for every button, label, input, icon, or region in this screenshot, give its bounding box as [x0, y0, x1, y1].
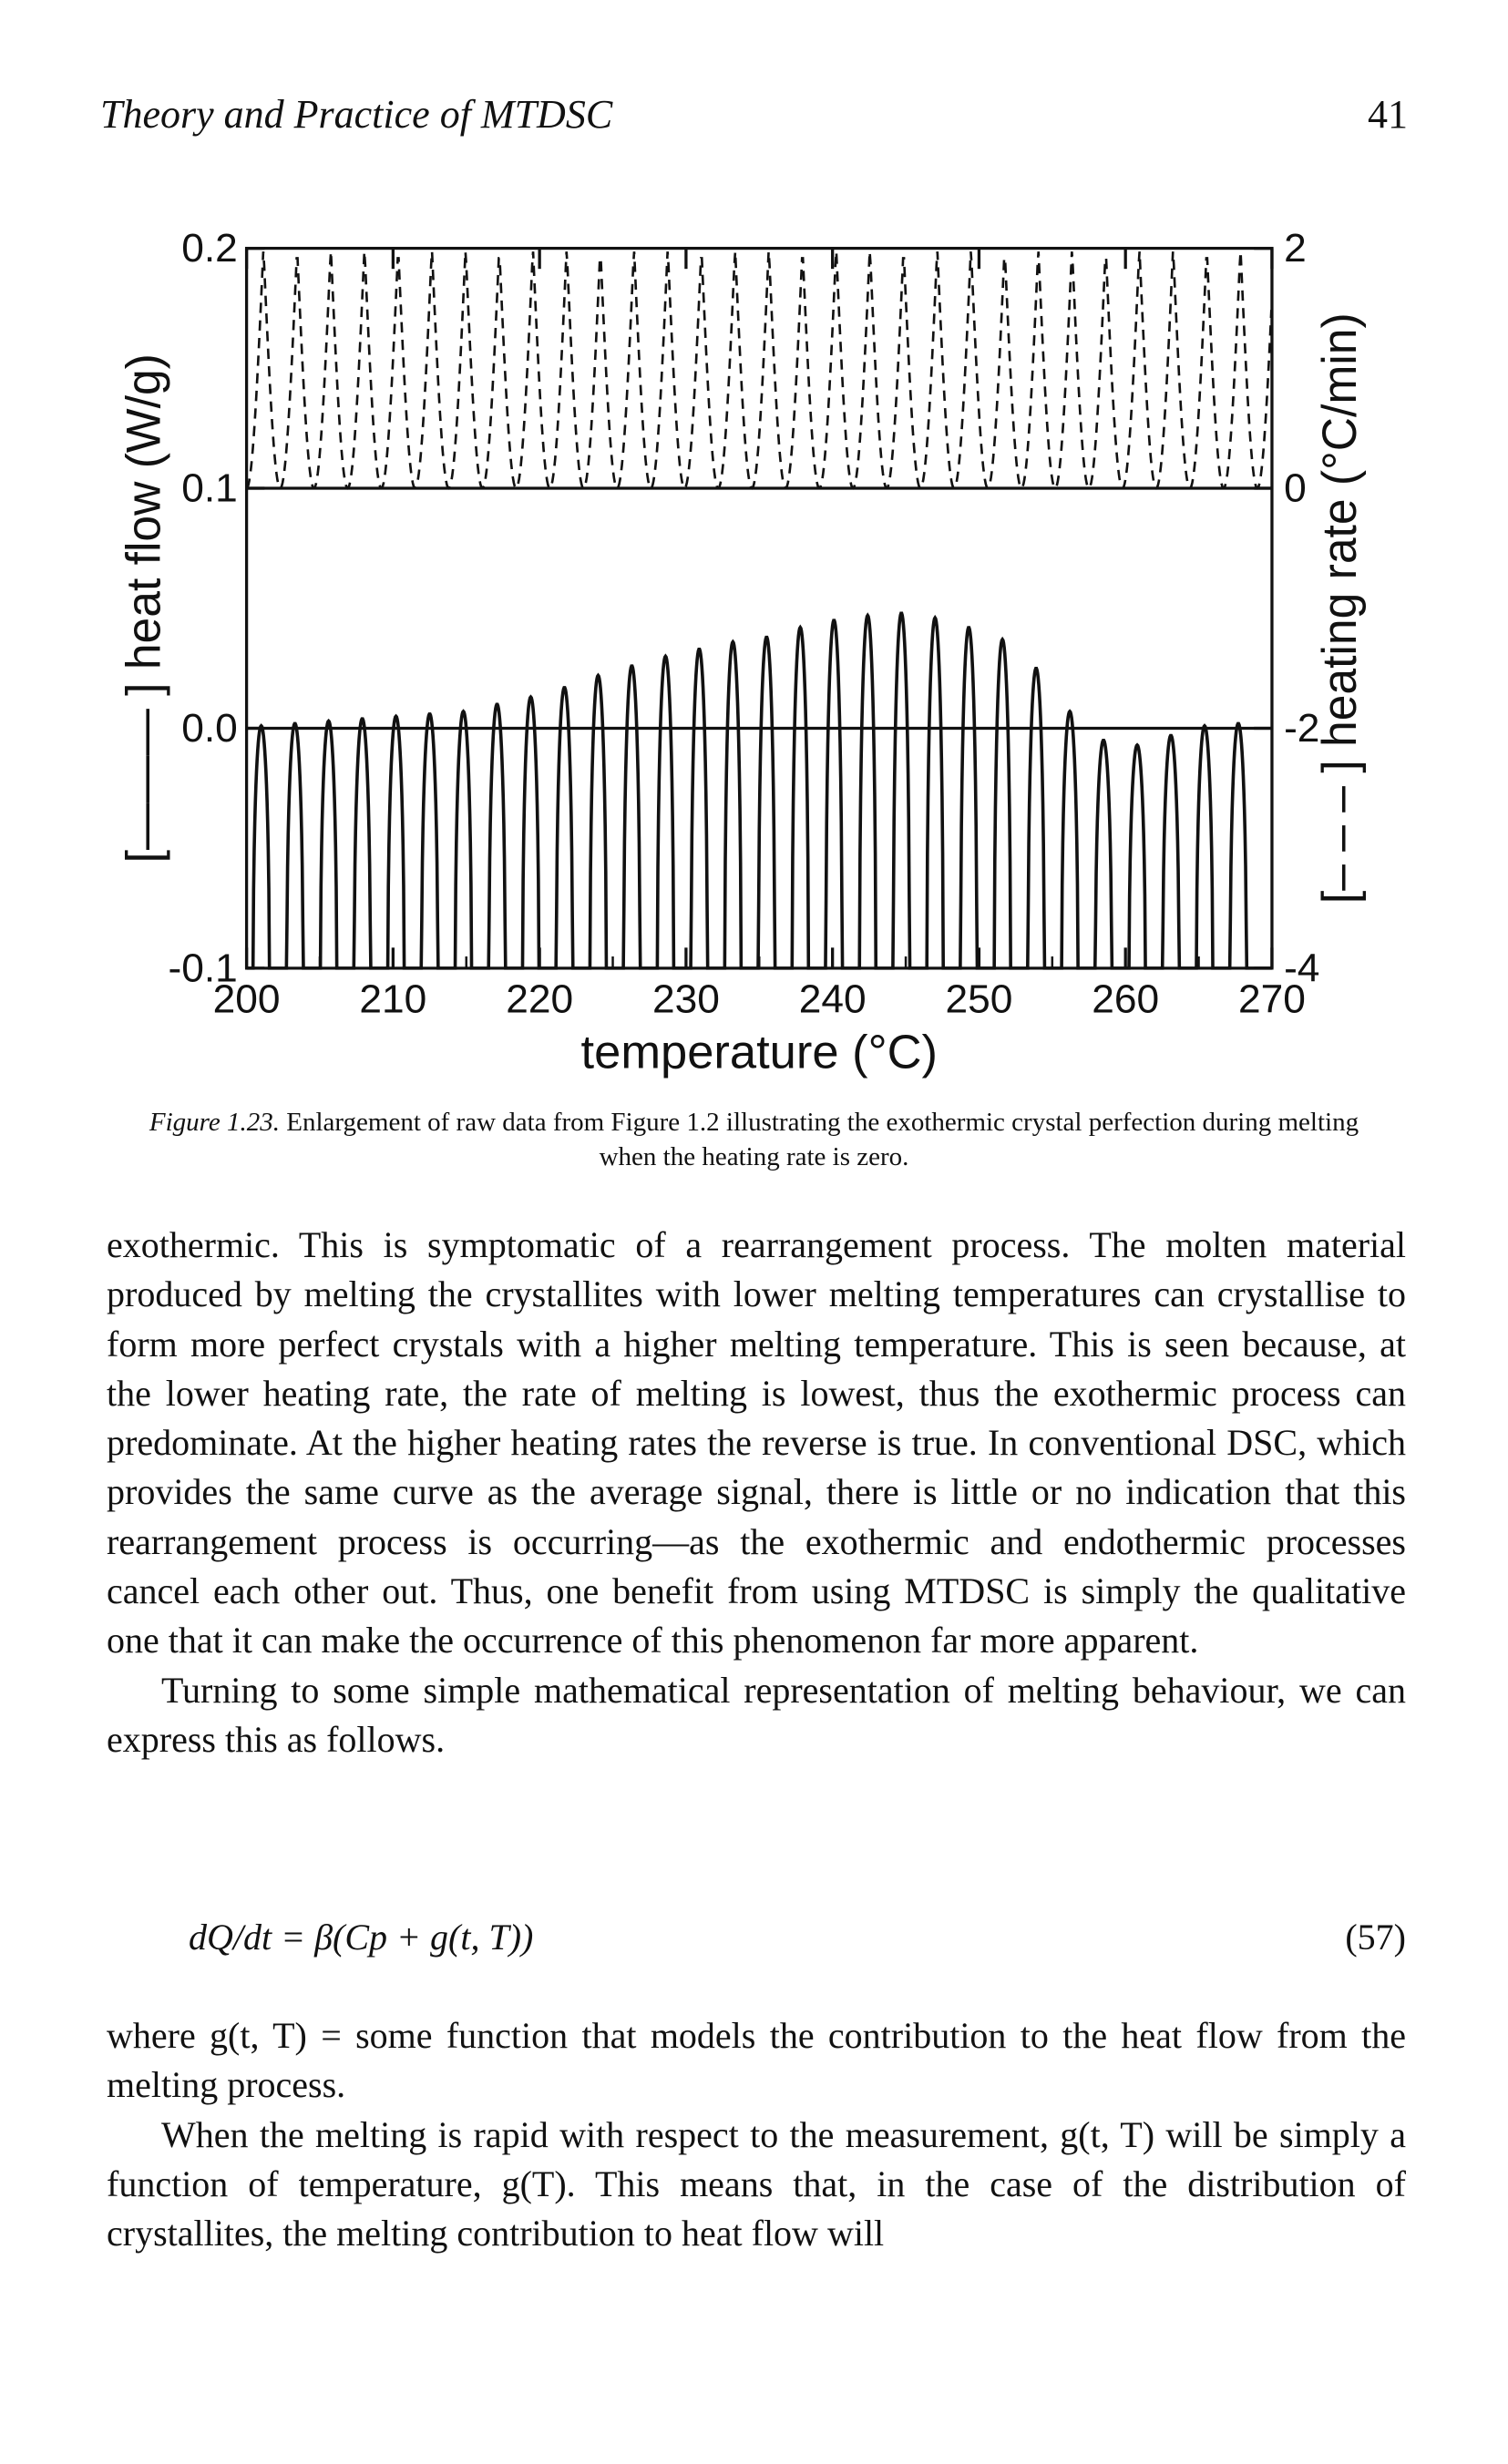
equation-expression: dQ/dt = β(Cp + g(t, T)) [189, 1917, 534, 1958]
x-tick-label: 250 [945, 977, 1012, 1022]
running-head-title: Theory and Practice of MTDSC [100, 92, 613, 137]
running-head: Theory and Practice of MTDSC 41 [100, 91, 1408, 146]
equation-57: dQ/dt = β(Cp + g(t, T)) (57) [189, 1916, 1406, 1970]
x-tick-label: 220 [506, 977, 573, 1022]
paragraph-1: exothermic. This is symptomatic of a rea… [107, 1224, 1406, 1661]
figure-caption: Figure 1.23. Enlargement of raw data fro… [128, 1105, 1380, 1174]
x-axis-title: temperature (°C) [581, 1027, 938, 1079]
body-text: exothermic. This is symptomatic of a rea… [107, 1221, 1406, 1764]
y-right-tick-label: 0 [1284, 466, 1307, 511]
figure-1-23: 200 210 220 230 240 250 260 270 0.2 0.1 0.0 -0.1 2 0 -… [91, 182, 1421, 1093]
paragraph-4: When the melting is rapid with respect t… [107, 2113, 1406, 2254]
y-right-tick-label: -4 [1284, 946, 1319, 991]
paragraph-2: Turning to some simple mathematical repr… [107, 1669, 1406, 1760]
figure-caption-text: Enlargement of raw data from Figure 1.2 … [280, 1108, 1359, 1171]
x-tick-label: 200 [213, 977, 281, 1022]
y-left-tick-label: 0.2 [181, 226, 238, 271]
x-tick-label: 240 [799, 977, 867, 1022]
y-left-tick-label: 0.0 [181, 706, 238, 751]
paragraph-3: where g(t, T) = some function that model… [107, 2015, 1406, 2106]
heat-flow-series-solid [246, 611, 1272, 970]
y-right-tick-label: 2 [1284, 226, 1307, 271]
y-axis-left-title: [——— ] heat flow (W/g) [118, 353, 170, 863]
page-number: 41 [1368, 92, 1408, 137]
y-right-tick-label: -2 [1284, 706, 1319, 751]
x-tick-label: 210 [359, 977, 426, 1022]
y-left-tick-label: 0.1 [181, 466, 238, 511]
equation-number: (57) [1345, 1917, 1406, 1958]
y-axis-right-title: [– – – ] heating rate (°C/min) [1313, 312, 1366, 904]
x-tick-label: 260 [1092, 977, 1159, 1022]
x-tick-label: 230 [652, 977, 720, 1022]
heat-flow-chart: 200 210 220 230 240 250 260 270 0.2 0.1 0.0 -0.1 2 0 -… [118, 226, 1367, 1079]
y-left-tick-label: -0.1 [168, 946, 237, 991]
heating-rate-series-dashed [245, 251, 1273, 490]
x-tick-label: 270 [1238, 977, 1306, 1022]
body-text-continued: where g(t, T) = some function that model… [107, 2011, 1406, 2258]
figure-caption-label: Figure 1.23. [149, 1108, 280, 1137]
